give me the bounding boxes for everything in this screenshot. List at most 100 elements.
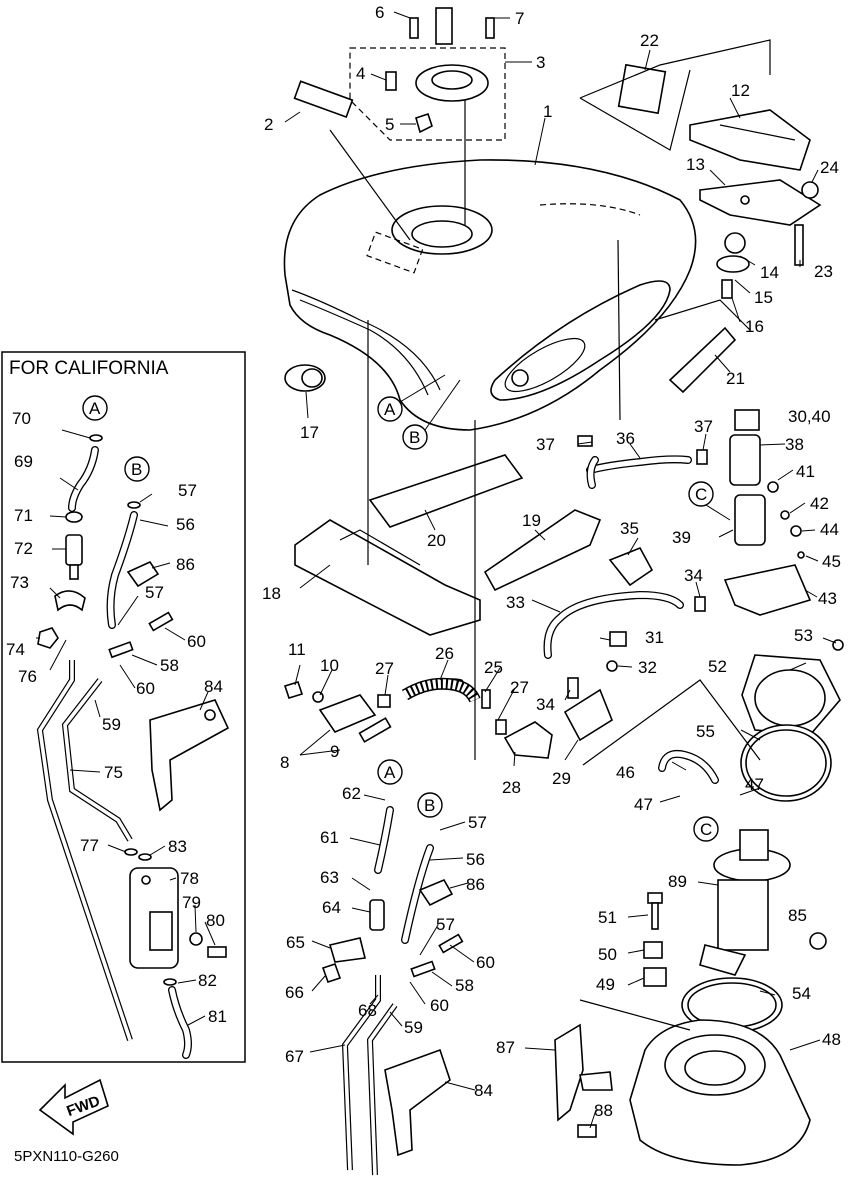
callout-24: 24	[820, 158, 839, 177]
callout-58b: 58	[455, 976, 474, 995]
callout-33: 33	[506, 593, 525, 612]
callout-56a: 56	[176, 515, 195, 534]
callout-26: 26	[435, 644, 454, 663]
callout-57c: 57	[468, 813, 487, 832]
callout-30-40: 30,40	[788, 407, 831, 426]
svg-text:A: A	[384, 763, 396, 782]
callout-31: 31	[645, 628, 664, 647]
callout-89: 89	[668, 872, 687, 891]
bolts-49-51	[643, 892, 827, 987]
callout-2: 2	[264, 115, 273, 134]
callout-57b: 57	[145, 583, 164, 602]
callout-87: 87	[496, 1038, 515, 1057]
callout-1: 1	[543, 102, 552, 121]
callout-7: 7	[515, 9, 524, 28]
callout-74: 74	[6, 640, 25, 659]
callout-5: 5	[385, 115, 394, 134]
callout-25: 25	[484, 658, 503, 677]
callout-38: 38	[785, 435, 804, 454]
callout-71: 71	[14, 506, 33, 525]
callout-69: 69	[14, 452, 33, 471]
callout-22: 22	[640, 31, 659, 50]
callout-64: 64	[322, 898, 341, 917]
callout-6: 6	[375, 3, 384, 22]
callout-32: 32	[638, 658, 657, 677]
connector-a-callout: A	[82, 395, 108, 421]
callout-3: 3	[536, 53, 545, 72]
callout-45: 45	[822, 552, 841, 571]
callout-37a: 37	[536, 435, 555, 454]
callout-57a: 57	[178, 481, 197, 500]
callout-57d: 57	[436, 915, 455, 934]
svg-text:A: A	[89, 399, 101, 418]
callout-41: 41	[796, 462, 815, 481]
fuel-cock	[481, 631, 627, 759]
callout-56b: 56	[466, 850, 485, 869]
callout-49: 49	[596, 975, 615, 994]
svg-text:B: B	[409, 428, 420, 447]
callout-60a: 60	[187, 632, 206, 651]
callout-19: 19	[522, 511, 541, 530]
callout-83: 83	[168, 837, 187, 856]
callout-72: 72	[14, 539, 33, 558]
callout-51: 51	[598, 908, 617, 927]
callout-35: 35	[620, 519, 639, 538]
callout-68: 68	[358, 1001, 377, 1020]
callout-61: 61	[320, 828, 339, 847]
fuel-filter	[283, 681, 392, 756]
callout-66: 66	[285, 983, 304, 1002]
callout-36: 36	[616, 429, 635, 448]
callout-13: 13	[686, 155, 705, 174]
callout-18: 18	[262, 584, 281, 603]
callout-65: 65	[286, 933, 305, 952]
main-leader-lines	[284, 11, 837, 1129]
callout-60d: 60	[430, 996, 449, 1015]
callout-79: 79	[182, 893, 201, 912]
callout-59a: 59	[102, 715, 121, 734]
callout-62: 62	[342, 784, 361, 803]
callout-34a: 34	[684, 566, 703, 585]
pads	[294, 454, 602, 636]
callout-85: 85	[788, 906, 807, 925]
svg-text:C: C	[700, 820, 712, 839]
callout-16: 16	[745, 317, 764, 336]
callout-53: 53	[794, 626, 813, 645]
california-callouts: 70 69 71 72 73 74 76 57 56 86 57 60 58 6…	[6, 409, 227, 1026]
tank-connectors: A B C C A B	[377, 374, 719, 842]
callout-10: 10	[320, 656, 339, 675]
callout-11: 11	[288, 640, 306, 659]
connector-b-callout: B	[124, 456, 150, 482]
fuel-pump-89	[699, 829, 791, 976]
damper-17	[284, 364, 326, 392]
fuel-pump-parts	[577, 409, 812, 616]
callout-80: 80	[206, 911, 225, 930]
callout-81: 81	[208, 1007, 227, 1026]
callout-88: 88	[594, 1101, 613, 1120]
california-box: FOR CALIFORNIA A B	[1, 351, 246, 1063]
callout-34b: 34	[536, 695, 555, 714]
callout-29: 29	[552, 769, 571, 788]
svg-text:B: B	[131, 460, 142, 479]
callout-44: 44	[820, 520, 839, 539]
callout-28: 28	[502, 778, 521, 797]
callout-63: 63	[320, 868, 339, 887]
fuel-cap-assembly	[293, 7, 506, 241]
callout-86b: 86	[466, 875, 485, 894]
svg-text:C: C	[695, 485, 707, 504]
callout-46: 46	[616, 763, 635, 782]
callout-54: 54	[792, 984, 811, 1003]
callout-42: 42	[810, 494, 829, 513]
callout-15: 15	[754, 288, 773, 307]
fwd-arrow-icon: FWD	[38, 1078, 109, 1136]
corrugated-hose-26	[401, 677, 481, 703]
callout-86a: 86	[176, 555, 195, 574]
callout-9: 9	[330, 742, 339, 761]
pump-gaskets	[681, 639, 844, 1033]
callout-37b: 37	[694, 417, 713, 436]
callout-77: 77	[80, 836, 99, 855]
callout-59b: 59	[404, 1018, 423, 1037]
callout-12: 12	[731, 81, 750, 100]
callout-60b: 60	[136, 679, 155, 698]
callout-76: 76	[18, 667, 37, 686]
callout-55: 55	[696, 722, 715, 741]
